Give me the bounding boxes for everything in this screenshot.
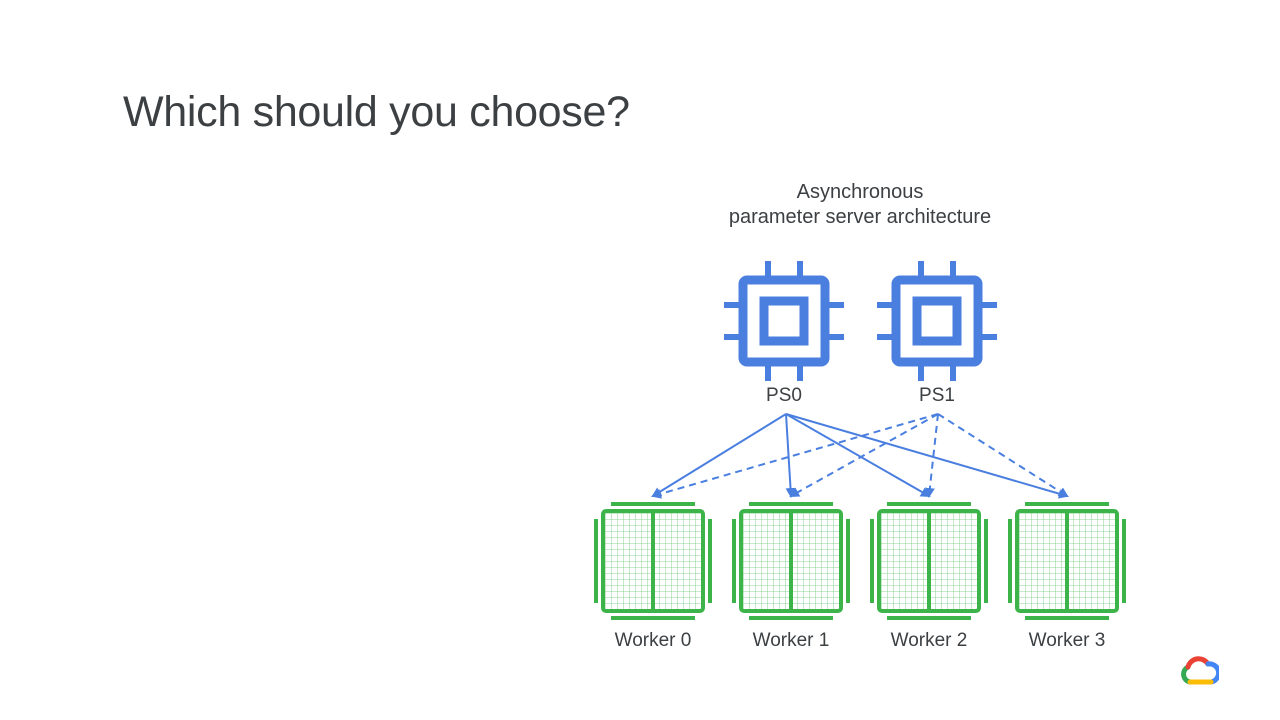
arrow-ps0-worker2 [785,413,931,497]
worker0-label: Worker 0 [615,630,692,651]
tpu-grid-icon [732,502,850,620]
worker0-node: Worker 0 [594,502,712,651]
worker1-node: Worker 1 [732,502,850,651]
arrow-ps0-worker0 [651,413,787,498]
ps1-label: PS1 [919,385,955,406]
arrow-ps1-worker2 [924,413,939,498]
arrow-ps1-worker3 [937,413,1069,498]
diagram-title: Asynchronous parameter server architectu… [700,180,1020,230]
ps0-label: PS0 [766,385,802,406]
ps0-arrows [651,413,1069,499]
worker2-label: Worker 2 [891,630,968,651]
slide-title: Which should you choose? [123,88,630,136]
worker3-label: Worker 3 [1029,630,1106,651]
tpu-grid-icon [870,502,988,620]
diagram-title-line-2: parameter server architecture [728,206,992,228]
tpu-grid-icon [594,502,712,620]
ps1-node: PS1 [877,261,997,406]
arrow-ps1-worker1 [789,413,939,497]
worker1-label: Worker 1 [753,630,830,651]
worker2-node: Worker 2 [870,502,988,651]
google-cloud-logo [1181,656,1219,685]
cpu-chip-icon [724,261,844,381]
cpu-chip-icon [877,261,997,381]
arrow-ps0-worker3 [785,413,1069,499]
diagram-title-line-1: Asynchronous [796,181,924,203]
arrow-ps1-worker0 [651,413,939,499]
ps1-arrows [651,413,1069,499]
arrow-ps0-worker1 [785,413,796,498]
ps0-node: PS0 [724,261,844,406]
worker3-node: Worker 3 [1008,502,1126,651]
tpu-grid-icon [1008,502,1126,620]
